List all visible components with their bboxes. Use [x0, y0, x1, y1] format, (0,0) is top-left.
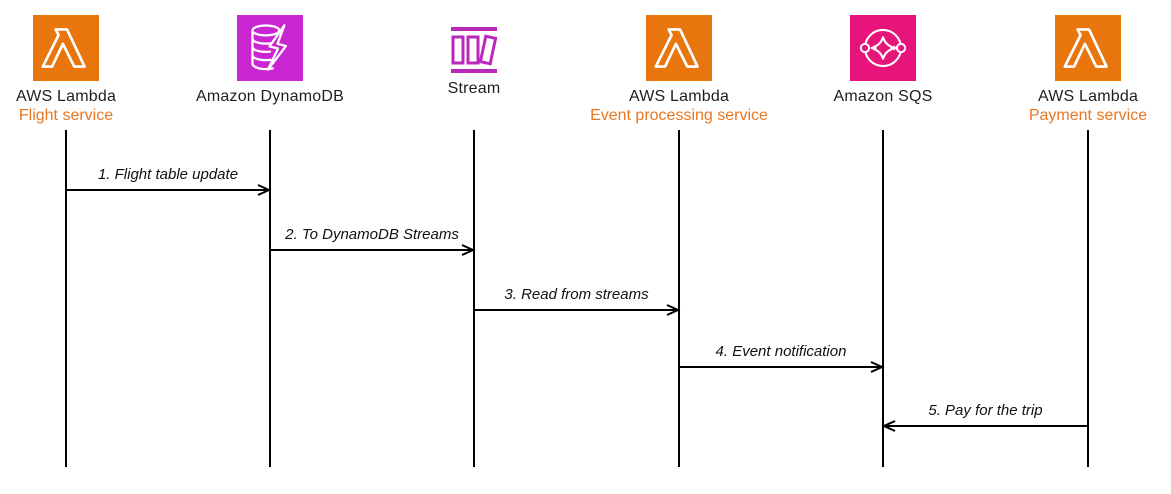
actor-subtitle: Flight service [18, 107, 114, 124]
actor-name: Stream [447, 80, 501, 97]
message-label: 4. Event notification [715, 343, 847, 360]
actor-name: AWS Lambda [15, 88, 117, 105]
actor-name: AWS Lambda [1037, 88, 1139, 105]
aws-lambda-icon [33, 15, 99, 81]
actor-subtitle: Payment service [1028, 107, 1148, 124]
lifeline [65, 130, 67, 467]
message-label: 3. Read from streams [504, 286, 649, 303]
message-arrow [679, 361, 885, 373]
message-arrow [66, 184, 272, 196]
actor-name: Amazon DynamoDB [196, 88, 344, 105]
message-label: 1. Flight table update [97, 166, 239, 183]
amazon-sqs-icon [850, 15, 916, 81]
actor-name: Amazon SQS [833, 88, 933, 105]
aws-lambda-icon [1055, 15, 1121, 81]
actor-subtitle: Event processing service [590, 107, 768, 124]
lifeline [269, 130, 271, 467]
message-arrow [474, 304, 681, 316]
dynamodb-stream-icon [449, 25, 499, 75]
lifeline [678, 130, 680, 467]
message-arrow [270, 244, 476, 256]
lifeline [473, 130, 475, 467]
message-label: 2. To DynamoDB Streams [285, 226, 459, 243]
message-arrow [881, 420, 1088, 432]
aws-lambda-icon [646, 15, 712, 81]
amazon-dynamodb-icon [237, 15, 303, 81]
lifeline [1087, 130, 1089, 467]
lifeline [882, 130, 884, 467]
message-label: 5. Pay for the trip [928, 402, 1043, 419]
actor-name: AWS Lambda [628, 88, 730, 105]
